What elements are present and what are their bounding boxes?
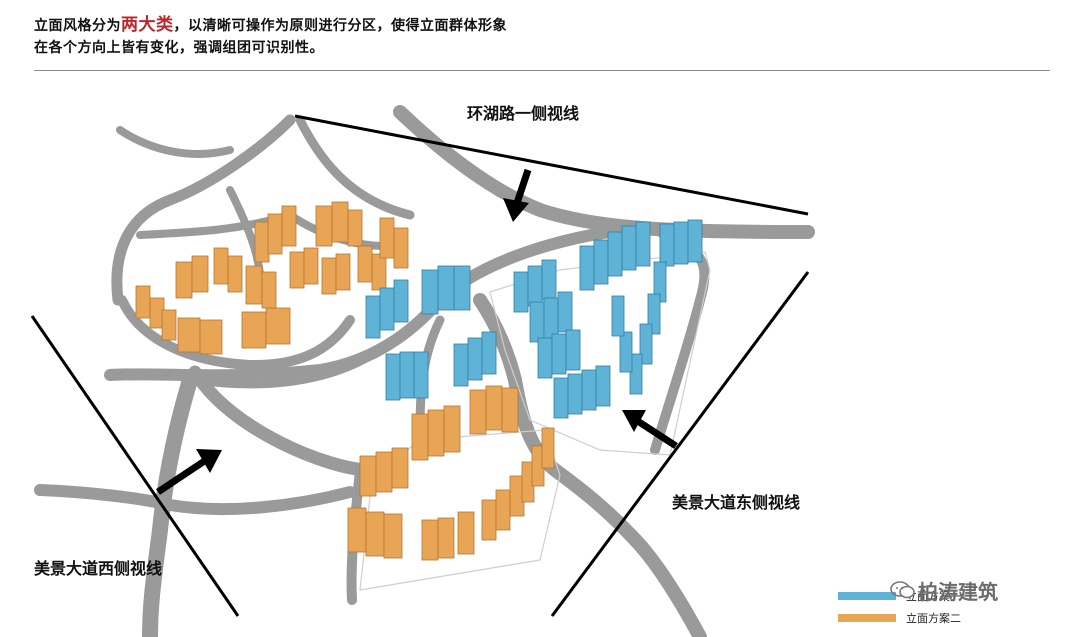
north-view-label: 环湖路一侧视线 bbox=[467, 104, 580, 123]
header-line-2: 在各个方向上皆有变化，强调组团可识别性。 bbox=[34, 40, 324, 56]
legend-swatch-orange bbox=[838, 614, 896, 622]
legend-swatch-blue bbox=[838, 592, 896, 600]
arrow-north bbox=[503, 168, 532, 222]
legend: 立面方案一 立面方案二 bbox=[838, 585, 961, 629]
header-line1-pre: 立面风格分为 bbox=[34, 18, 121, 34]
legend-item-scheme-two: 立面方案二 bbox=[838, 607, 961, 629]
header-line1-post: ，以清晰可操作为原则进行分区，使得立面群体形象 bbox=[173, 18, 507, 34]
header-text: 立面风格分为两大类，以清晰可操作为原则进行分区，使得立面群体形象 在各个方向上皆… bbox=[34, 14, 1054, 59]
east-view-label: 美景大道东侧视线 bbox=[672, 493, 801, 512]
watermark-text: 柏涛建筑 bbox=[918, 580, 998, 604]
legend-item-scheme-one: 立面方案一 bbox=[838, 585, 961, 607]
west-view-label: 美景大道西侧视线 bbox=[34, 559, 163, 578]
orange-building-cluster-west bbox=[135, 201, 409, 355]
header-highlight: 两大类 bbox=[121, 15, 174, 35]
wechat-icon bbox=[890, 581, 915, 599]
header-line-1: 立面风格分为两大类，以清晰可操作为原则进行分区，使得立面群体形象 bbox=[34, 14, 1054, 37]
arrow-west bbox=[156, 449, 222, 495]
header-divider bbox=[34, 70, 1050, 71]
legend-label-2: 立面方案二 bbox=[906, 612, 961, 625]
view-lines bbox=[30, 114, 810, 617]
arrow-east bbox=[622, 410, 678, 449]
orange-building-cluster-south bbox=[347, 385, 555, 561]
blue-building-cluster bbox=[365, 219, 703, 419]
legend-label-1: 立面方案一 bbox=[906, 590, 961, 603]
road-network bbox=[34, 105, 815, 637]
